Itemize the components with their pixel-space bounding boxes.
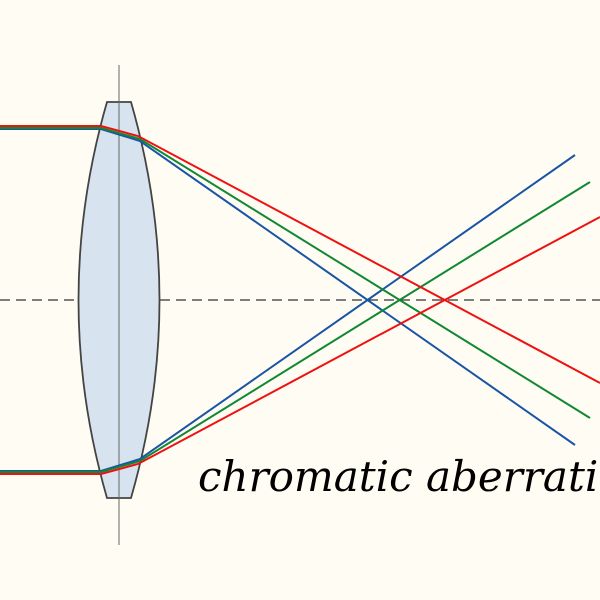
ray-red-lower [0, 216, 600, 475]
ray-group-green [0, 127, 591, 473]
ray-green-lower [0, 181, 591, 473]
ray-green-upper [0, 127, 591, 419]
ray-group-red [0, 125, 600, 475]
diagram-caption: chromatic aberration [198, 452, 600, 501]
ray-red-upper [0, 125, 600, 384]
